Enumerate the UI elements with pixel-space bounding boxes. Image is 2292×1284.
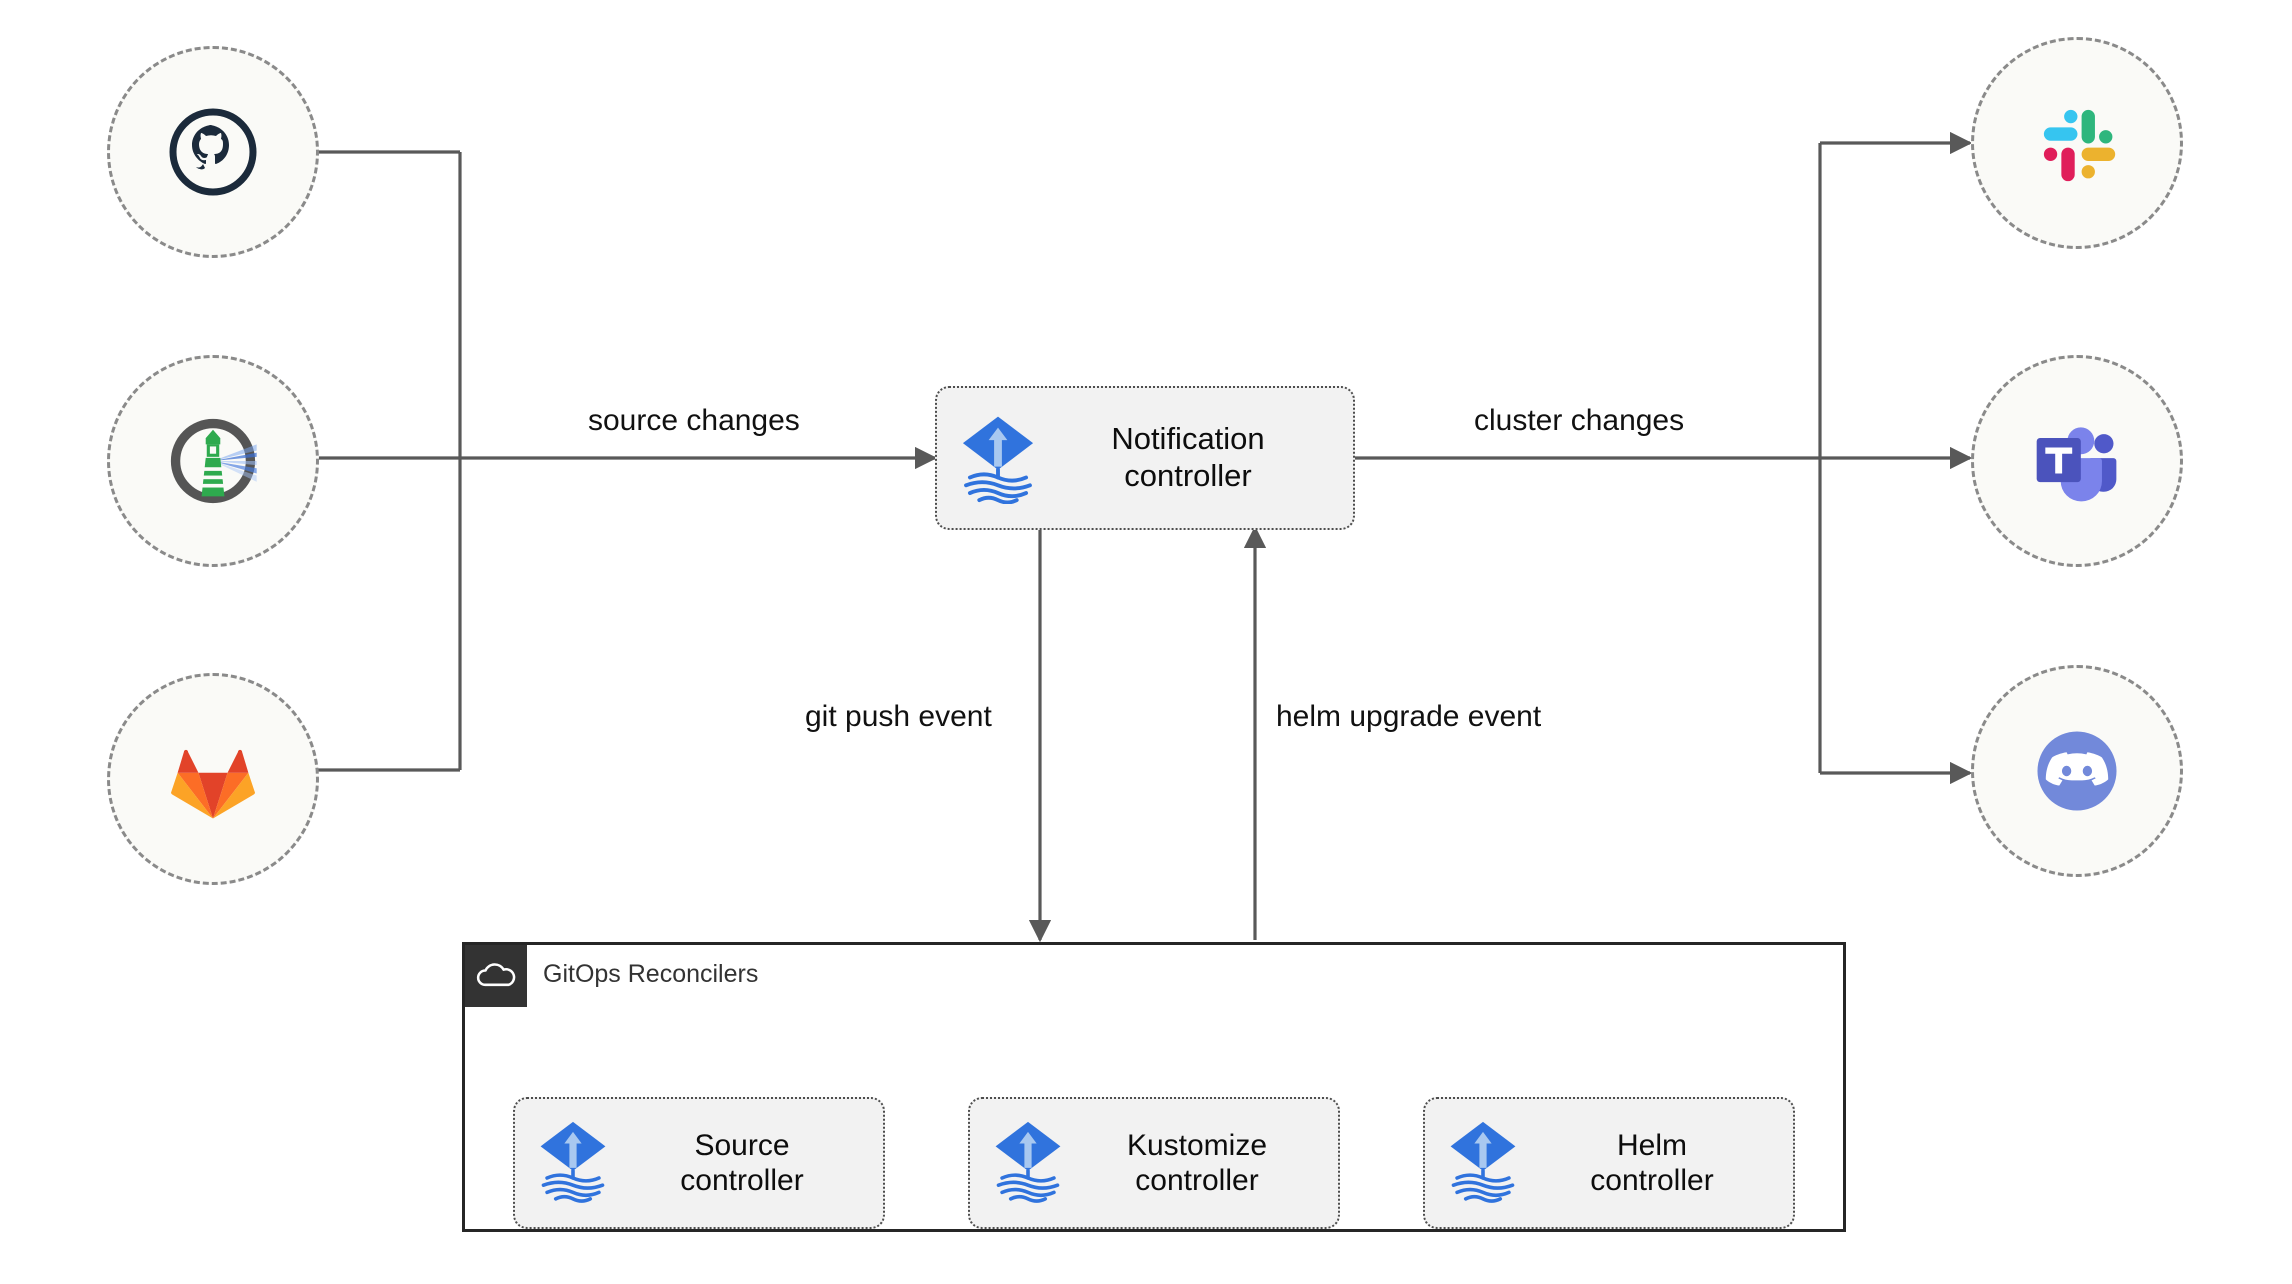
gitops-reconcilers-container: GitOps Reconcilers Source controller — [462, 942, 1846, 1232]
destination-node-teams[interactable] — [1971, 355, 2183, 567]
notification-controller-label: Notification controller — [1111, 421, 1265, 493]
flux-cd-icon — [537, 1117, 615, 1209]
gitops-reconcilers-title: GitOps Reconcilers — [543, 960, 759, 988]
discord-icon — [2021, 715, 2133, 827]
kustomize-controller-label: Kustomize controller — [1126, 1128, 1268, 1197]
edge-label-helm-upgrade-event: helm upgrade event — [1266, 700, 1552, 734]
edge-label-cluster-changes: cluster changes — [1464, 404, 1695, 438]
edge-label-git-push-event: git push event — [795, 700, 1002, 734]
flux-cd-icon — [1447, 1117, 1525, 1209]
cloud-icon — [465, 945, 527, 1007]
helm-controller-box[interactable]: Helm controller — [1423, 1097, 1795, 1229]
destination-node-discord[interactable] — [1971, 665, 2183, 877]
helm-controller-label: Helm controller — [1590, 1128, 1714, 1197]
destination-node-slack[interactable] — [1971, 37, 2183, 249]
ms-teams-icon — [2021, 405, 2133, 517]
edge-label-source-changes: source changes — [578, 404, 810, 438]
flux-lighthouse-icon — [157, 405, 269, 517]
gitlab-icon — [157, 723, 269, 835]
source-controller-label: Source controller — [680, 1128, 804, 1197]
flux-cd-icon — [992, 1117, 1070, 1209]
source-node-gitlab[interactable] — [107, 673, 319, 885]
kustomize-controller-box[interactable]: Kustomize controller — [968, 1097, 1340, 1229]
source-node-flux[interactable] — [107, 355, 319, 567]
flux-cd-icon — [959, 412, 1037, 505]
source-controller-box[interactable]: Source controller — [513, 1097, 885, 1229]
source-node-github[interactable] — [107, 46, 319, 258]
github-icon — [157, 96, 269, 208]
slack-icon — [2021, 87, 2133, 199]
notification-controller-box[interactable]: Notification controller — [935, 386, 1355, 530]
